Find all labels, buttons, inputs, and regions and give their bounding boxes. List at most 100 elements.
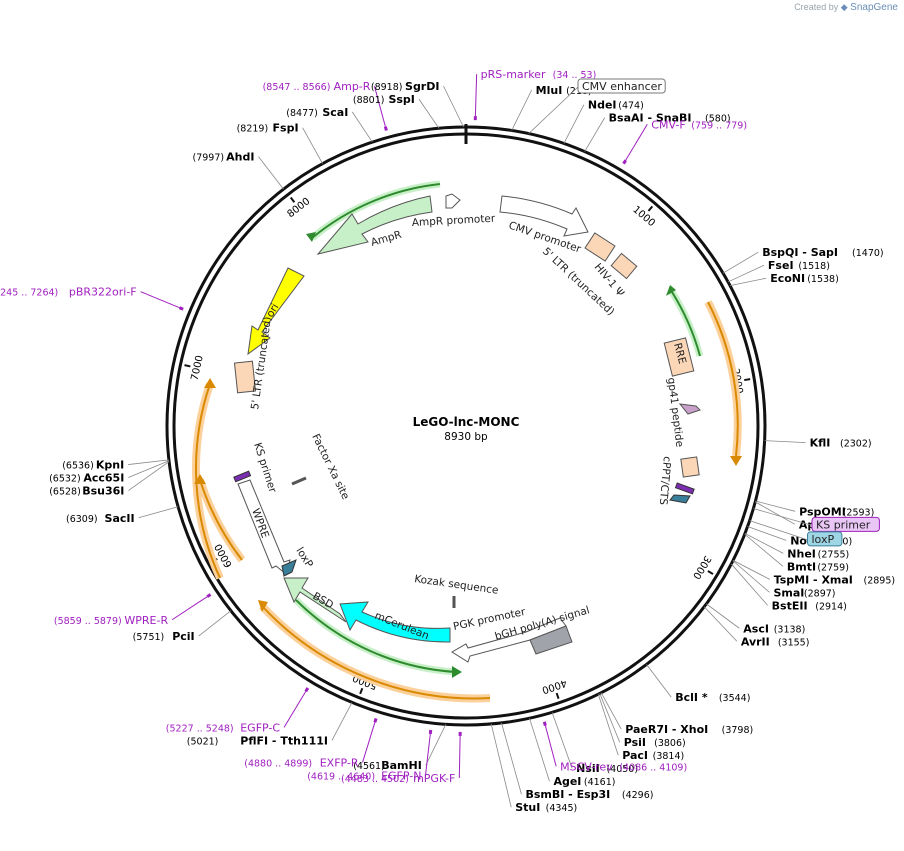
ampr-promoter-arrow[interactable] xyxy=(445,193,461,209)
site-position: (6528) xyxy=(49,487,81,498)
primer-site[interactable]: EXFP-R(4880 .. 4899) xyxy=(244,756,359,769)
restriction-site[interactable]: EcoNI(1538) xyxy=(770,272,839,285)
feature-tag[interactable]: loxP xyxy=(807,531,843,547)
restriction-site[interactable]: Acc65I(6532) xyxy=(49,472,124,485)
restriction-site[interactable]: BspQI - SapI(1470) xyxy=(762,246,883,259)
leader-bcli- xyxy=(646,664,672,698)
ltr5-trunc-right-box[interactable] xyxy=(584,232,616,262)
primer-site[interactable]: mPGK-F(4483 .. 4502) xyxy=(341,772,455,785)
restriction-site[interactable]: SspI(8801) xyxy=(353,93,415,106)
primer-site[interactable]: Amp-R(8547 .. 8566) xyxy=(263,80,371,93)
restriction-site[interactable]: BclI *(3544) xyxy=(675,691,750,704)
cppt-box[interactable] xyxy=(680,456,700,478)
primer-site[interactable]: EGFP-N(4619 .. 4640) xyxy=(307,770,421,783)
feature-tag[interactable]: CMV enhancer xyxy=(577,78,666,94)
primer-site[interactable]: CMV-F(759 .. 779) xyxy=(651,118,747,131)
restriction-site[interactable]: PaeR7I - XhoI(3798) xyxy=(625,723,753,736)
primer-name: pRS-marker xyxy=(481,68,546,81)
ori-arrow[interactable] xyxy=(247,267,305,356)
site-position: (7997) xyxy=(192,153,224,164)
primer-site[interactable]: EGFP-C(5227 .. 5248) xyxy=(166,721,281,734)
restriction-site[interactable]: BsmBI - Esp3I(4296) xyxy=(525,788,653,801)
leader-noti xyxy=(747,526,787,541)
gp41-peptide-mark[interactable] xyxy=(678,403,701,415)
site-name: SacII xyxy=(105,512,135,525)
primer-leader xyxy=(625,124,648,161)
leader-fspi xyxy=(302,127,323,164)
site-name: ScaI xyxy=(322,106,348,119)
primer-name: MSCV-rev xyxy=(560,760,613,773)
restriction-site[interactable]: BsaAI - SnaBI(580) xyxy=(609,112,731,125)
restriction-site[interactable]: AvrII(3155) xyxy=(741,635,810,648)
ks-primer-label: KS primer xyxy=(251,441,279,495)
restriction-site[interactable]: TspMI - XmaI(2895) xyxy=(774,573,895,586)
site-name: SgrDI xyxy=(405,80,439,93)
ltr5-trunc-left-box[interactable] xyxy=(233,360,257,394)
leader-bsmbi-esp3i xyxy=(501,722,522,795)
ks-primer-mark-left[interactable] xyxy=(233,470,252,483)
restriction-site[interactable]: FseI(1518) xyxy=(768,259,830,272)
restriction-site[interactable]: SacII(6309) xyxy=(66,512,135,525)
factor-xa-mark[interactable] xyxy=(291,476,307,486)
tick-label-1000: 1000 xyxy=(630,204,657,229)
leader-bsaai-snabi xyxy=(584,117,606,152)
restriction-site[interactable]: SgrDI(8918) xyxy=(371,80,440,93)
primer-site[interactable]: pRS-marker(34 .. 53) xyxy=(481,68,597,81)
leader-stui xyxy=(490,723,512,808)
tick-5000 xyxy=(359,687,364,695)
site-name: BspQI - SapI xyxy=(762,246,838,259)
restriction-site[interactable]: StuI(4345) xyxy=(515,801,577,814)
restriction-site[interactable]: BstEII(2914) xyxy=(772,599,847,612)
primer-leader xyxy=(283,691,307,728)
mcerulean-arrow[interactable] xyxy=(339,601,451,643)
restriction-site[interactable]: NdeI(474) xyxy=(588,99,644,112)
ks-primer-mark-right[interactable] xyxy=(674,482,695,495)
restriction-site[interactable]: Bsu36I(6528) xyxy=(49,485,124,498)
feature-tag[interactable]: KS primer xyxy=(811,516,880,532)
rre-box[interactable] xyxy=(663,337,695,377)
restriction-site[interactable]: PspOMI(2593) xyxy=(799,505,874,518)
restriction-site[interactable]: AscI(3138) xyxy=(743,622,805,635)
loxp-mark-right[interactable] xyxy=(669,494,691,504)
green-arc-bottom-core xyxy=(295,599,457,673)
restriction-site[interactable]: BmtI(2759) xyxy=(787,560,849,573)
site-position: (2755) xyxy=(818,549,850,560)
leader-psii xyxy=(599,693,621,743)
primer-site[interactable]: pBR322ori-F(7245 .. 7264) xyxy=(0,286,137,299)
restriction-site[interactable]: PsiI(3806) xyxy=(624,736,686,749)
restriction-site[interactable]: KpnI(6536) xyxy=(62,459,124,472)
primer-labels: pRS-marker(34 .. 53) CMV-F(759 .. 779) Amp… xyxy=(0,68,747,785)
restriction-site[interactable]: AhdI(7997) xyxy=(192,151,254,164)
leader-bamhi xyxy=(425,724,447,766)
primer-mark xyxy=(206,593,212,598)
loxp-mark-left[interactable] xyxy=(281,559,297,577)
bgh-polya-box[interactable] xyxy=(529,625,573,655)
cmv-promoter-arrow[interactable] xyxy=(499,195,589,237)
tick-2000 xyxy=(744,378,751,382)
site-position: (4296) xyxy=(622,790,654,801)
primer-site[interactable]: MSCV-rev(4086 .. 4109) xyxy=(560,760,687,773)
restriction-site[interactable]: SmaI(2897) xyxy=(774,586,836,599)
restriction-site[interactable]: NheI(2755) xyxy=(787,547,849,560)
site-position: (3138) xyxy=(774,624,806,635)
hiv-psi-box[interactable] xyxy=(610,252,638,280)
restriction-site[interactable]: BamHI(4561) xyxy=(353,759,422,772)
ampr-promoter-label: AmpR promoter xyxy=(412,213,497,229)
restriction-site[interactable]: KflI(2302) xyxy=(810,437,872,450)
restriction-site[interactable]: PacI(3814) xyxy=(622,749,684,762)
tick-1000 xyxy=(647,205,654,212)
site-position: (3798) xyxy=(722,725,754,736)
pgk-promoter-arrow[interactable] xyxy=(451,617,567,663)
restriction-site[interactable]: FspI(8219) xyxy=(237,122,299,135)
leader-tspmi-xmai xyxy=(732,560,770,580)
restriction-site[interactable]: NsiI(4050) xyxy=(576,762,638,775)
restriction-site[interactable]: PciI(5751) xyxy=(133,630,195,643)
restriction-site[interactable]: AgeI(4161) xyxy=(553,775,615,788)
orf-arc-left-inner-core xyxy=(199,479,243,561)
restriction-site[interactable]: PflFI - Tth111I(5021) xyxy=(187,734,328,747)
ampr-arrow[interactable] xyxy=(316,195,433,255)
restriction-site[interactable]: ScaI(8477) xyxy=(286,106,348,119)
primer-site[interactable]: WPRE-R(5859 .. 5879) xyxy=(54,614,169,627)
bsd-arrow[interactable] xyxy=(283,577,347,623)
primer-range: (759 .. 779) xyxy=(691,120,747,131)
